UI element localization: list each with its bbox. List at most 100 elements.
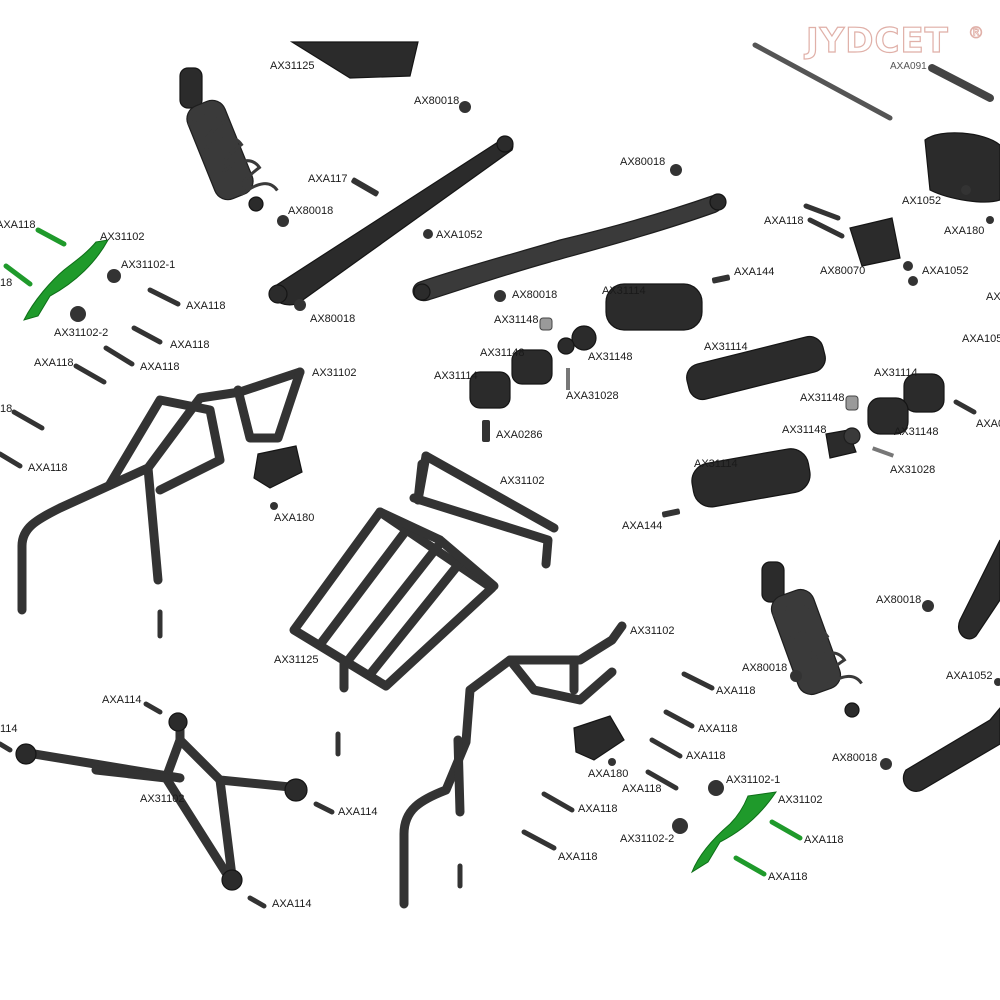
label-axa118-l3: AXA118 xyxy=(186,300,226,312)
label-ax31114-d: AX31114 xyxy=(874,367,918,379)
axa114-screw-a xyxy=(143,701,163,715)
axa144-screw-b xyxy=(661,508,681,518)
label-ax31148-b: AX31148 xyxy=(480,347,524,359)
label-axa180-m: AXA180 xyxy=(274,512,314,524)
label-ax31114-e: AX31114 xyxy=(694,458,738,470)
label-axa118-b8: AXA118 xyxy=(768,871,808,883)
lower-link-right-upper xyxy=(958,539,1000,640)
axa118-screw-l4 xyxy=(73,363,107,385)
ax31148-cup-c xyxy=(557,337,575,355)
label-ax-edge: AX xyxy=(986,291,1000,303)
label-ax31148-a: AX31148 xyxy=(494,314,538,326)
ax31114-splined-shaft xyxy=(686,335,826,401)
highlighted-mount-right xyxy=(690,791,803,877)
label-ax31102-b: AX31102 xyxy=(630,625,674,637)
label-ax31148-e: AX31148 xyxy=(782,424,826,436)
label-ax31114-a: AX31114 xyxy=(602,285,646,297)
ax31114-tube-e xyxy=(691,448,811,508)
label-axa118-l4: AXA118 xyxy=(170,339,210,351)
servo-mount-right xyxy=(573,715,625,761)
axa091-pin xyxy=(928,64,994,102)
ax80018-nut-f xyxy=(922,600,934,612)
axa118-screw-l2 xyxy=(131,325,163,345)
label-ax31148-d: AX31148 xyxy=(800,392,844,404)
label-axa118-l5: AXA118 xyxy=(34,357,74,369)
label-axa118-b5: AXA118 xyxy=(578,803,618,815)
center-chassis-cage xyxy=(289,451,559,693)
label-axa118-b4: AXA118 xyxy=(622,783,662,795)
ax80018-nut-e xyxy=(494,290,506,302)
axa118-screw-b3 xyxy=(649,737,683,759)
axa180-washer-m xyxy=(270,502,278,510)
driveshaft-rod xyxy=(752,42,893,121)
axa118-screw-l3 xyxy=(103,345,135,367)
watermark-registered-mark: ® xyxy=(968,23,984,42)
nut-top-right xyxy=(961,185,971,195)
ax31114-cup-d xyxy=(469,371,511,409)
label-axa118-b2: AXA118 xyxy=(698,723,738,735)
label-axa118-b7: AXA118 xyxy=(558,851,598,863)
washer-axa180-top xyxy=(986,216,994,224)
label-ax80018-g: AX80018 xyxy=(742,662,787,674)
label-axa1052-d: AXA105 xyxy=(962,333,1000,345)
ax31148-cup-e xyxy=(867,397,909,435)
label-axa118-l8: AXA118 xyxy=(28,462,68,474)
label-ax31102-2-left: AX31102-2 xyxy=(54,327,108,339)
label-axa1052-e: AXA1052 xyxy=(946,670,992,682)
ax80018-nut-h xyxy=(880,758,892,770)
ax80018-nut-d xyxy=(294,299,306,311)
rear-frame-left xyxy=(17,367,305,615)
label-axa118-b6: AXA118 xyxy=(804,834,844,846)
label-ax1052-b: AX1052 xyxy=(902,195,941,207)
label-axa180-b: AXA180 xyxy=(588,768,628,780)
upper-link-left xyxy=(268,135,514,306)
label-axa0-edge: AXA0 xyxy=(976,418,1000,430)
label-axa114-edge: 114 xyxy=(0,723,18,735)
label-ax31102-c: AX31102 xyxy=(312,367,356,379)
axa1052-nut-a xyxy=(423,229,433,239)
label-ax31114-c: AX31114 xyxy=(704,341,748,353)
mount-ax80070 xyxy=(849,217,901,267)
label-ax80018-h: AX80018 xyxy=(832,752,877,764)
label-axa114-a: AXA114 xyxy=(102,694,142,706)
label-ax80018-b: AX80018 xyxy=(620,156,665,168)
axa118-screw-b1 xyxy=(681,671,715,691)
label-axa144-a: AXA144 xyxy=(734,266,774,278)
label-ax31028-b: AX31028 xyxy=(890,464,935,476)
label-axa114-c: AXA114 xyxy=(272,898,312,910)
watermark-logo: JYDCET xyxy=(804,21,949,61)
label-ax31125-top: AX31125 xyxy=(270,60,314,72)
axa1052-nut-c xyxy=(903,261,913,271)
axa0286-screw xyxy=(482,420,490,442)
ax80018-nut-g xyxy=(790,670,802,682)
label-ax80018-c: AX80018 xyxy=(288,205,333,217)
label-ax31102-x: AX31102 xyxy=(140,793,184,805)
label-axa118-l7: 18 xyxy=(0,403,12,415)
label-axa1052-a: AXA1052 xyxy=(436,229,482,241)
axa118-screw-l6 xyxy=(0,451,23,469)
label-axa091: AXA091 xyxy=(890,61,927,72)
ax31102-1-nut-right xyxy=(708,780,724,796)
axa114-screw-c xyxy=(247,895,267,909)
ax31102-2-nut-left xyxy=(70,306,86,322)
axa180-washer-b xyxy=(608,758,616,766)
axa118-screw-l1 xyxy=(147,287,181,307)
axle-housing-top-right xyxy=(924,132,1000,203)
rear-frame-right xyxy=(399,621,627,909)
label-axa118-l6: AXA118 xyxy=(140,361,180,373)
ax31114-cup-e xyxy=(903,373,945,413)
lower-link-right-lower xyxy=(902,707,1000,792)
label-ax31102-left: AX31102 xyxy=(100,231,144,243)
label-axa118-l2: 18 xyxy=(0,277,12,289)
x-brace-plate xyxy=(15,712,308,891)
label-axa114-b: AXA114 xyxy=(338,806,378,818)
axa117-screw xyxy=(351,177,379,197)
ax80018-nut-c xyxy=(670,164,682,176)
servo-mount-left xyxy=(253,445,303,489)
upper-link-right xyxy=(412,193,727,302)
axa144-screw-a xyxy=(711,274,731,284)
axa118-screw-b6 xyxy=(521,829,557,851)
label-axa1052-c: AXA1052 xyxy=(922,265,968,277)
label-axa0286: AXA0286 xyxy=(496,429,542,441)
label-axa180-tr: AXA180 xyxy=(944,225,984,237)
